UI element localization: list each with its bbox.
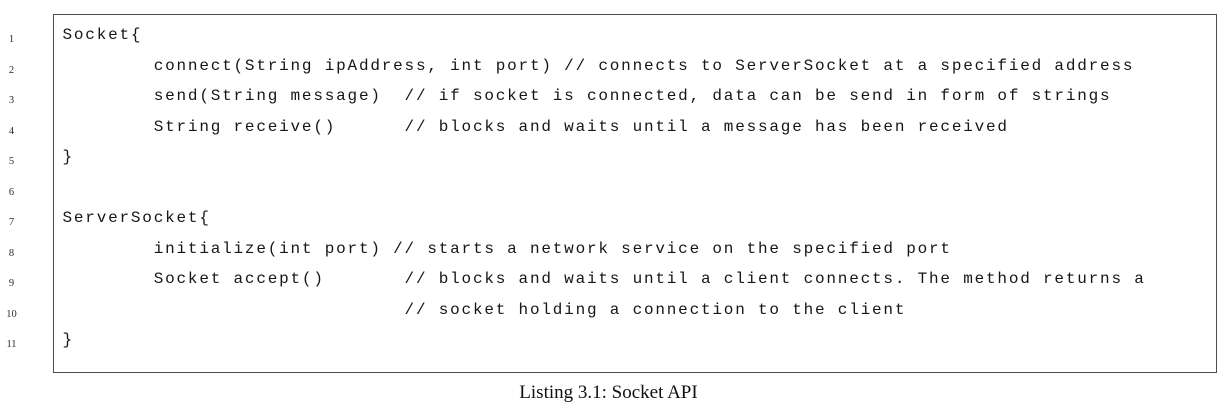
line-number: 9 xyxy=(8,278,15,289)
code-line: Socket accept() // blocks and waits unti… xyxy=(62,270,1146,288)
code-line xyxy=(63,173,1213,204)
line-number: 3 xyxy=(8,95,15,106)
code-line: ServerSocket{ xyxy=(62,209,211,227)
code-line: } xyxy=(62,148,74,166)
line-number: 5 xyxy=(8,156,15,167)
code-content: Socket{ connect(String ipAddress, int po… xyxy=(54,15,1216,372)
line-number: 11 xyxy=(6,339,17,350)
listing-body: 1 2 3 4 5 6 7 8 9 10 11 Socket{ connect(String ipA… xyxy=(0,14,1217,373)
code-line: } xyxy=(62,331,74,349)
line-number: 8 xyxy=(8,247,15,259)
line-number: 2 xyxy=(8,64,15,76)
code-line: // socket holding a connection to the cl… xyxy=(62,300,907,319)
code-line: Socket{ xyxy=(62,26,143,44)
code-line: String receive() // blocks and waits unt… xyxy=(62,117,1009,136)
code-listing-figure: 1 2 3 4 5 6 7 8 9 10 11 Socket{ connect(String ipA… xyxy=(0,14,1227,404)
code-box: Socket{ connect(String ipAddress, int po… xyxy=(53,14,1217,373)
code-line: connect(String ipAddress, int port) // c… xyxy=(62,56,1135,75)
line-number-gutter: 1 2 3 4 5 6 7 8 9 10 11 xyxy=(0,14,53,373)
line-number: 4 xyxy=(8,125,15,137)
code-line: send(String message) // if socket is con… xyxy=(62,87,1112,105)
listing-caption: Listing 3.1: Socket API xyxy=(519,381,698,403)
line-number: 6 xyxy=(8,186,15,198)
line-number: 7 xyxy=(8,217,15,228)
line-number: 10 xyxy=(6,308,17,320)
code-line: initialize(int port) // starts a network… xyxy=(62,239,952,258)
line-number: 1 xyxy=(8,34,15,45)
